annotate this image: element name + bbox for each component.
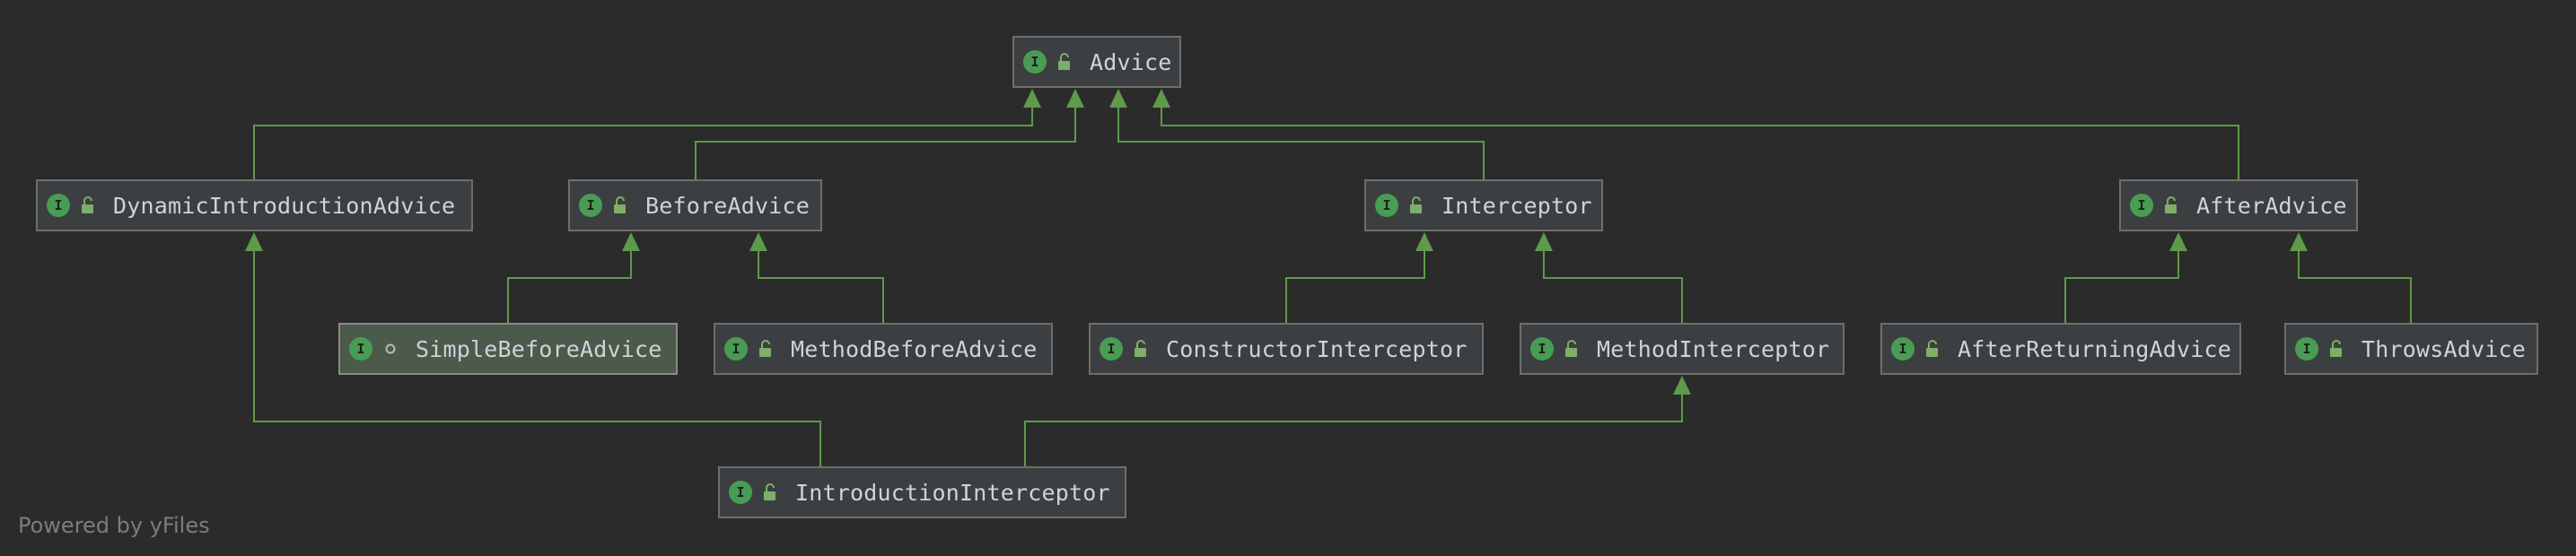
class-node-label: AfterReturningAdvice bbox=[1958, 335, 2232, 362]
inheritance-arrowhead bbox=[1023, 89, 1041, 108]
class-node-label: MethodBeforeAdvice bbox=[791, 335, 1038, 362]
inheritance-arrowhead bbox=[2169, 232, 2187, 251]
public-lock-icon bbox=[1054, 51, 1075, 73]
public-lock-icon bbox=[1561, 338, 1582, 360]
public-lock-icon bbox=[755, 338, 776, 360]
class-node-throws-advice[interactable]: I ThrowsAdvice bbox=[2284, 323, 2538, 375]
interface-icon: I bbox=[724, 337, 748, 361]
inheritance-edge-method-before-advice-to-before-advice bbox=[758, 251, 884, 323]
interface-icon: I bbox=[1023, 50, 1047, 74]
interface-icon: I bbox=[1100, 337, 1123, 361]
inheritance-edge-method-interceptor-to-interceptor bbox=[1543, 251, 1683, 323]
public-lock-icon bbox=[1406, 195, 1427, 216]
class-node-label: SimpleBeforeAdvice bbox=[416, 335, 662, 362]
inheritance-arrowhead bbox=[2290, 232, 2308, 251]
interface-icon: I bbox=[1375, 194, 1398, 217]
class-node-label: AfterAdvice bbox=[2196, 192, 2347, 219]
inheritance-edge-introduction-interceptor-to-dynamic-introduction-advice bbox=[253, 251, 821, 466]
interface-icon: I bbox=[729, 481, 752, 504]
class-node-simple-before-advice[interactable]: I SimpleBeforeAdvice bbox=[338, 323, 678, 375]
public-lock-icon bbox=[2160, 195, 2182, 216]
interface-icon: I bbox=[579, 194, 602, 217]
public-lock-icon bbox=[2326, 338, 2347, 360]
class-node-label: BeforeAdvice bbox=[645, 192, 810, 219]
class-node-dynamic-introduction-advice[interactable]: I DynamicIntroductionAdvice bbox=[36, 179, 473, 231]
public-lock-icon bbox=[609, 195, 631, 216]
public-lock-icon bbox=[1130, 338, 1152, 360]
class-node-after-advice[interactable]: I AfterAdvice bbox=[2119, 179, 2358, 231]
class-node-label: Interceptor bbox=[1441, 192, 1592, 219]
public-lock-icon bbox=[759, 482, 781, 503]
inheritance-arrowhead bbox=[1535, 232, 1553, 251]
powered-by-footer: Powered by yFiles bbox=[18, 513, 210, 538]
interface-icon: I bbox=[2130, 194, 2153, 217]
class-node-label: Advice bbox=[1090, 48, 1172, 75]
inheritance-arrowhead bbox=[1673, 376, 1691, 395]
inheritance-edge-before-advice-to-advice bbox=[695, 108, 1076, 179]
inheritance-edge-throws-advice-to-after-advice bbox=[2298, 251, 2412, 323]
inheritance-arrowhead bbox=[622, 232, 640, 251]
class-node-label: DynamicIntroductionAdvice bbox=[113, 192, 456, 219]
inheritance-arrowhead bbox=[245, 232, 263, 251]
public-lock-icon bbox=[1922, 338, 1943, 360]
inheritance-edge-interceptor-to-advice bbox=[1117, 108, 1485, 179]
inheritance-arrowhead bbox=[1109, 89, 1127, 108]
class-node-introduction-interceptor[interactable]: I IntroductionInterceptor bbox=[718, 466, 1126, 518]
interface-icon: I bbox=[2295, 337, 2318, 361]
class-node-after-returning-advice[interactable]: I AfterReturningAdvice bbox=[1880, 323, 2241, 375]
inheritance-arrowhead bbox=[1066, 89, 1084, 108]
public-lock-icon bbox=[77, 195, 99, 216]
inheritance-edge-constructor-interceptor-to-interceptor bbox=[1285, 251, 1425, 323]
class-node-method-interceptor[interactable]: I MethodInterceptor bbox=[1520, 323, 1844, 375]
inheritance-arrowhead bbox=[1415, 232, 1433, 251]
class-node-label: ThrowsAdvice bbox=[2361, 335, 2527, 362]
class-node-label: MethodInterceptor bbox=[1597, 335, 1830, 362]
inheritance-edge-after-advice-to-advice bbox=[1161, 108, 2239, 179]
inheritance-edge-introduction-interceptor-to-method-interceptor bbox=[1024, 395, 1683, 466]
inheritance-arrowhead bbox=[1152, 89, 1170, 108]
class-node-label: ConstructorInterceptor bbox=[1166, 335, 1468, 362]
class-node-advice[interactable]: I Advice bbox=[1012, 36, 1181, 88]
class-node-constructor-interceptor[interactable]: I ConstructorInterceptor bbox=[1089, 323, 1484, 375]
interface-icon: I bbox=[1530, 337, 1554, 361]
inheritance-edge-dynamic-introduction-advice-to-advice bbox=[253, 108, 1033, 179]
interface-icon: I bbox=[349, 337, 372, 361]
class-node-before-advice[interactable]: I BeforeAdvice bbox=[568, 179, 822, 231]
class-node-method-before-advice[interactable]: I MethodBeforeAdvice bbox=[714, 323, 1053, 375]
interface-icon: I bbox=[1891, 337, 1914, 361]
inheritance-edge-simple-before-advice-to-before-advice bbox=[507, 251, 632, 323]
package-private-icon bbox=[380, 338, 401, 360]
interface-icon: I bbox=[47, 194, 70, 217]
inheritance-edge-after-returning-advice-to-after-advice bbox=[2064, 251, 2179, 323]
class-node-interceptor[interactable]: I Interceptor bbox=[1364, 179, 1603, 231]
inheritance-arrowhead bbox=[749, 232, 767, 251]
class-node-label: IntroductionInterceptor bbox=[795, 479, 1110, 506]
